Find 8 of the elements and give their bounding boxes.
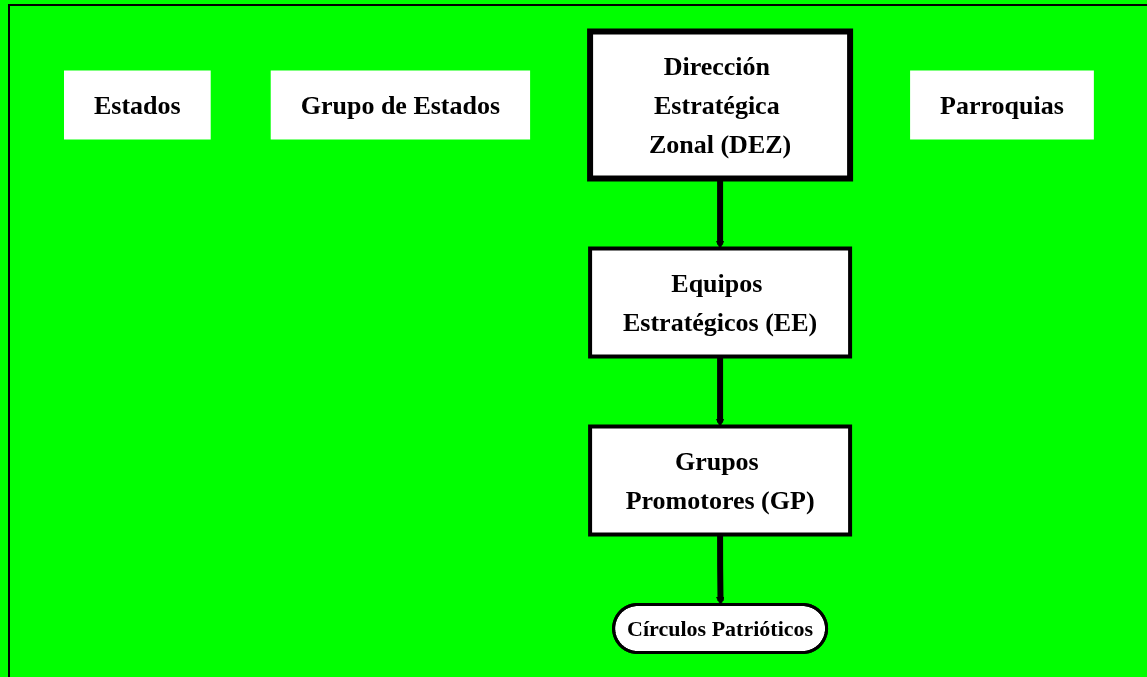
- arrow: [715, 356, 725, 427]
- node-box: Dirección Estratégica Zonal (DEZ): [586, 28, 853, 181]
- node-box: Parroquias: [909, 70, 1094, 139]
- node-box: Grupo de Estados: [270, 70, 530, 139]
- node-box: Grupos Promotores (GP): [587, 424, 852, 536]
- node-box: Estados: [63, 70, 211, 139]
- arrow: [715, 534, 725, 605]
- node-box: Equipos Estratégicos (EE): [587, 246, 852, 358]
